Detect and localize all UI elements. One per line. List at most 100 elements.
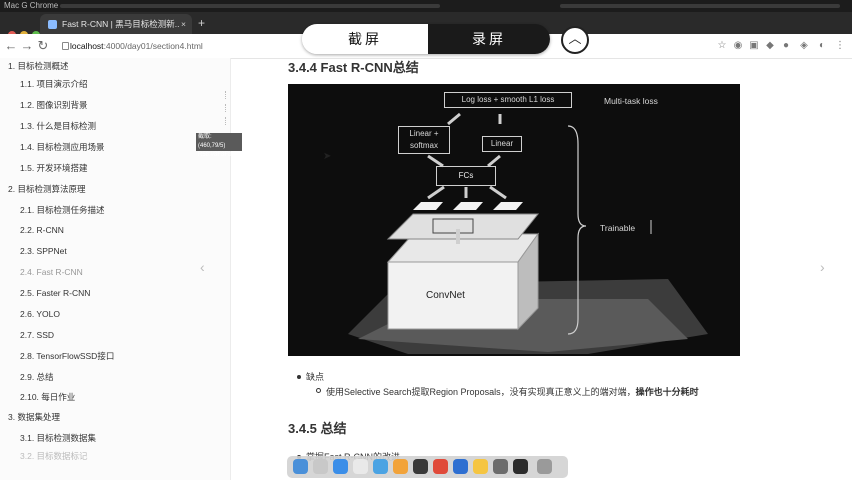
safari-icon[interactable] <box>333 459 348 474</box>
bullet-title: 缺点 <box>306 372 325 382</box>
extension-icon-2[interactable]: ▣ <box>749 40 759 51</box>
app-icon[interactable] <box>393 459 408 474</box>
back-arrow-icon[interactable]: ← <box>4 38 18 53</box>
collapse-up-icon[interactable]: ︿ <box>561 26 589 54</box>
chrome-icon[interactable] <box>473 459 488 474</box>
record-button[interactable]: 录屏 <box>428 24 550 54</box>
extension-icon-1[interactable]: ◉ <box>733 40 743 51</box>
app-icon[interactable] <box>493 459 508 474</box>
sidebar-item[interactable]: 2.1. 目标检测任务描述 <box>20 205 105 215</box>
trainable-bracket <box>567 125 587 335</box>
sidebar-toc: 1. 目标检测概述 1.1. 项目演示介绍 1.2. 图像识别背景 1.3. 什… <box>0 58 231 480</box>
roi-grid <box>493 202 523 210</box>
reload-icon[interactable]: ↻ <box>37 38 49 53</box>
up-arrow <box>427 185 445 200</box>
screenshot-button[interactable]: 截屏 <box>302 24 428 54</box>
tab-title: Fast R-CNN | 黑马目标检测新... <box>62 19 180 29</box>
info-icon[interactable] <box>62 42 69 50</box>
sidebar-item[interactable]: 2.10. 每日作业 <box>20 392 76 402</box>
section-heading-345: 3.4.5 总结 <box>288 421 347 436</box>
sidebar-item[interactable]: 3. 数据集处理 <box>8 412 60 422</box>
new-tab-button[interactable]: + <box>198 16 206 30</box>
trainable-label: Trainable <box>600 223 636 233</box>
multitask-loss-label: Multi-task loss <box>604 96 658 106</box>
menu-items-blur <box>60 4 440 8</box>
up-arrow <box>447 112 461 126</box>
capture-toggle: 截屏 录屏 <box>302 24 550 54</box>
dock <box>287 456 568 478</box>
sidebar-item[interactable]: 2.3. SPPNet <box>20 246 67 256</box>
chevron-right-icon[interactable]: › <box>820 259 825 275</box>
tab-fast-rcnn[interactable]: Fast R-CNN | 黑马目标检测新... × <box>40 14 192 34</box>
finder-icon[interactable] <box>293 459 308 474</box>
crosshair-line <box>225 117 227 125</box>
up-arrow <box>487 154 501 168</box>
mouse-cursor-icon: ➤ <box>323 151 332 162</box>
crosshair-line <box>225 91 227 99</box>
url-host: localhost <box>70 41 104 51</box>
sidebar-item[interactable]: 2.2. R-CNN <box>20 225 64 235</box>
trash-icon[interactable] <box>537 459 552 474</box>
app-icon[interactable] <box>353 459 368 474</box>
sidebar-item[interactable]: 2.6. YOLO <box>20 309 61 319</box>
linear-softmax-line: Linear + <box>409 129 439 138</box>
sidebar-item[interactable]: 1.2. 图像识别背景 <box>20 100 88 110</box>
app-icon[interactable] <box>433 459 448 474</box>
star-icon[interactable]: ☆ <box>717 40 727 51</box>
up-arrow <box>489 185 507 200</box>
linear-softmax-line: softmax <box>409 141 438 150</box>
bullet-sub-normal: 使用Selective Search提取Region Proposals，没有实… <box>326 387 636 397</box>
tooltip-line: 截取: (460,79/5) <box>198 134 226 149</box>
sidebar-item[interactable]: 2.5. Faster R-CNN <box>20 288 91 298</box>
roi-box <box>432 218 474 234</box>
sidebar-item[interactable]: 2. 目标检测算法原理 <box>8 184 86 194</box>
tooltip-line: R58:#8F8F8F <box>198 152 236 158</box>
fcs-box: FCs <box>436 166 496 186</box>
sidebar-item[interactable]: 1.4. 目标检测应用场景 <box>20 142 105 152</box>
system-menu-bar: Mac G Chrome <box>0 0 852 12</box>
convnet-label: ConvNet <box>426 290 465 301</box>
bullet-sub-text: 使用Selective Search提取Region Proposals，没有实… <box>326 385 699 398</box>
system-menu-text: Mac G Chrome <box>4 1 59 10</box>
sidebar-item[interactable]: 2.8. TensorFlowSSD接口 <box>20 351 115 361</box>
extension-icon-6[interactable]: ◐ <box>818 40 826 51</box>
chevron-left-icon[interactable]: ‹ <box>200 259 205 275</box>
favicon-icon <box>48 20 57 29</box>
app-icon[interactable] <box>513 459 528 474</box>
tab-strip: Fast R-CNN | 黑马目标检测新... × <box>0 12 852 39</box>
linear-box: Linear <box>482 136 522 152</box>
menu-icon[interactable]: ⋮ <box>835 40 845 51</box>
linear-softmax-box: Linear + softmax <box>398 126 450 154</box>
terminal-icon[interactable] <box>413 459 428 474</box>
extension-icon-5[interactable]: ◈ <box>800 40 808 51</box>
app-icon[interactable] <box>373 459 388 474</box>
sidebar-item[interactable]: 1. 目标检测概述 <box>8 61 69 71</box>
loss-box: Log loss + smooth L1 loss <box>444 92 572 108</box>
sidebar-item-active[interactable]: 2.4. Fast R-CNN <box>20 267 83 277</box>
sidebar-item[interactable]: 1.1. 项目演示介绍 <box>20 79 88 89</box>
status-icons-blur <box>560 4 840 8</box>
fast-rcnn-diagram: Log loss + smooth L1 loss Multi-task los… <box>288 84 740 356</box>
extension-icon-4[interactable]: ● <box>782 40 790 51</box>
url-path: :4000/day01/section4.html <box>103 41 203 51</box>
sub-bullet-icon <box>316 388 321 393</box>
bullet-sub-bold: 操作也十分耗时 <box>635 387 699 397</box>
sidebar-item[interactable]: 1.3. 什么是目标检测 <box>20 121 97 131</box>
roi-grid <box>413 202 443 210</box>
sidebar-item[interactable]: 1.5. 开发环境搭建 <box>20 163 88 173</box>
sidebar-item[interactable]: 2.7. SSD <box>20 330 55 340</box>
crosshair-line <box>225 104 227 112</box>
launchpad-icon[interactable] <box>313 459 328 474</box>
sidebar-item[interactable]: 3.2. 目标数据标记 <box>20 451 88 461</box>
sidebar-item[interactable]: 3.1. 目标检测数据集 <box>20 433 97 443</box>
up-arrow <box>427 154 444 168</box>
forward-arrow-icon[interactable]: → <box>20 38 34 53</box>
tab-close-icon[interactable]: × <box>181 19 186 29</box>
address-bar[interactable]: localhost:4000/day01/section4.html <box>70 39 203 53</box>
bullet-icon <box>297 375 301 379</box>
capture-tooltip: 截取: (460,79/5) R58:#8F8F8F <box>196 133 242 158</box>
diagram-graphics <box>348 112 708 354</box>
sidebar-item[interactable]: 2.9. 总结 <box>20 372 54 382</box>
extension-icon-3[interactable]: ◆ <box>766 40 774 51</box>
app-icon[interactable] <box>453 459 468 474</box>
